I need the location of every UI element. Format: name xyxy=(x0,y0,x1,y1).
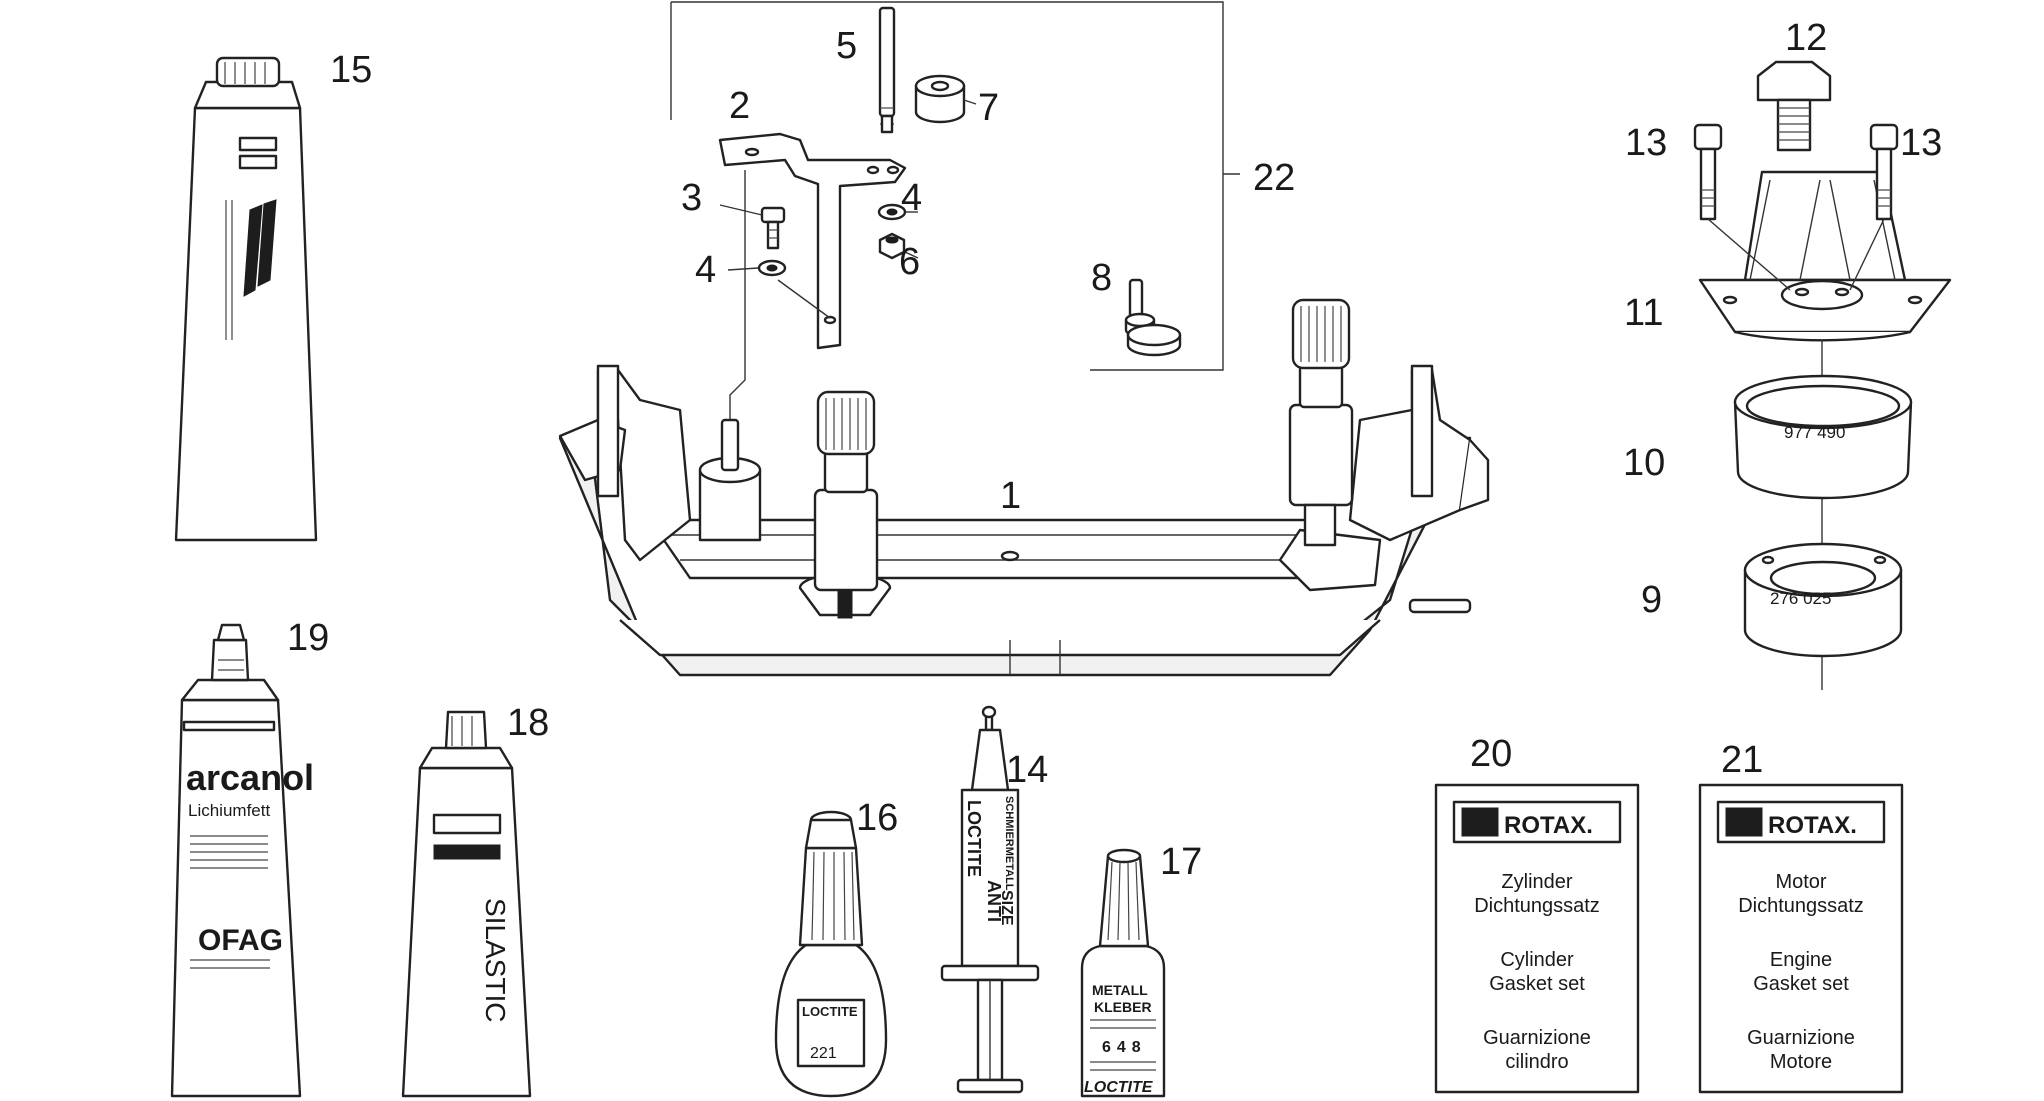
callout-4-left: 4 xyxy=(695,249,716,291)
syringe-14-line2: SIZE xyxy=(998,890,1015,926)
card-20-it1: Guarnizione xyxy=(1483,1027,1591,1049)
tube-15 xyxy=(174,56,318,542)
tube-19-sub: Lichiumfett xyxy=(188,801,270,820)
callout-18: 18 xyxy=(507,702,549,744)
card-20-en1: Cylinder xyxy=(1500,949,1574,971)
kit-22-bracket xyxy=(670,1,1240,420)
bolt-12 xyxy=(1756,60,1832,152)
stud-8 xyxy=(1124,278,1182,357)
washer-4-left xyxy=(757,259,787,277)
bottle-17 xyxy=(1080,848,1166,1098)
callout-3: 3 xyxy=(681,177,702,219)
syringe-14 xyxy=(940,705,1040,1094)
callout-1: 1 xyxy=(1000,475,1021,517)
nut-6 xyxy=(878,232,906,260)
card-21-de2: Dichtungssatz xyxy=(1738,895,1864,917)
callout-5: 5 xyxy=(836,25,857,67)
card-21-en1: Engine xyxy=(1770,949,1832,971)
callout-7: 7 xyxy=(978,87,999,129)
callout-10: 10 xyxy=(1623,442,1665,484)
bracket-2 xyxy=(718,132,907,350)
card-21-en2: Gasket set xyxy=(1753,973,1849,995)
card-20-de1: Zylinder xyxy=(1501,871,1572,893)
callout-11: 11 xyxy=(1624,292,1663,334)
spacer-7 xyxy=(914,74,966,124)
tube-19 xyxy=(170,623,302,1098)
pin-5 xyxy=(878,6,896,134)
ring-9 xyxy=(1743,542,1903,658)
callout-15: 15 xyxy=(330,49,372,91)
callout-14: 14 xyxy=(1006,749,1048,791)
callout-12: 12 xyxy=(1785,17,1827,59)
tube-18 xyxy=(401,710,532,1098)
ring-10-code: 977 490 xyxy=(1784,423,1845,442)
callout-21: 21 xyxy=(1721,739,1763,781)
leader-13-left xyxy=(1707,218,1791,291)
callout-22: 22 xyxy=(1253,157,1295,199)
leader-lines-bracket xyxy=(719,99,977,319)
callout-13-right: 13 xyxy=(1900,122,1942,164)
card-20-de2: Dichtungssatz xyxy=(1474,895,1600,917)
bottle-17-line1: METALL xyxy=(1092,982,1148,998)
callout-19: 19 xyxy=(287,617,329,659)
card-21-it2: Motore xyxy=(1770,1051,1832,1073)
card-20-en2: Gasket set xyxy=(1489,973,1585,995)
syringe-14-brand: LOCTITE xyxy=(964,800,984,877)
bottle-16-brand: LOCTITE xyxy=(802,1004,858,1019)
callout-2: 2 xyxy=(729,85,750,127)
syringe-14-line1: ANTI xyxy=(984,880,1004,922)
gasket-card-21 xyxy=(1698,783,1904,1094)
callout-4-right: 4 xyxy=(901,177,922,219)
callout-8: 8 xyxy=(1091,257,1112,299)
callout-9: 9 xyxy=(1641,579,1662,621)
callout-13-left: 13 xyxy=(1625,122,1667,164)
callout-17: 17 xyxy=(1160,841,1202,883)
ring-10 xyxy=(1733,374,1913,500)
callout-20: 20 xyxy=(1470,733,1512,775)
card-21-it1: Guarnizione xyxy=(1747,1027,1855,1049)
puller-11 xyxy=(1698,170,1952,342)
ring-9-code: 276 025 xyxy=(1770,589,1831,608)
bolt-3 xyxy=(760,206,786,250)
gasket-card-20 xyxy=(1434,783,1640,1094)
bottle-17-brand: LOCTITE xyxy=(1084,1079,1154,1096)
callout-numbers: 1 2 3 4 4 5 6 7 8 9 10 11 12 13 13 14 15… xyxy=(287,17,1942,883)
bottle-17-line2: KLEBER xyxy=(1094,999,1152,1015)
leader-13-right xyxy=(1849,218,1885,291)
bottle-16 xyxy=(774,810,888,1098)
callout-16: 16 xyxy=(856,797,898,839)
tube-19-logo: OFAG xyxy=(198,924,283,957)
tube-19-brand: arcanol xyxy=(186,757,314,798)
card-20-it2: cilindro xyxy=(1505,1051,1568,1073)
card-20-logo: ROTAX. xyxy=(1504,812,1593,839)
tube-18-label: SILASTIC xyxy=(480,898,511,1022)
syringe-14-line3: SCHMIERMETALL xyxy=(1003,796,1015,891)
card-21-de1: Motor xyxy=(1775,871,1826,893)
card-21-logo: ROTAX. xyxy=(1768,812,1857,839)
bolt-13-left xyxy=(1693,123,1723,221)
bottle-16-code: 221 xyxy=(810,1045,837,1062)
callout-6: 6 xyxy=(899,241,920,283)
bottle-17-code: 648 xyxy=(1102,1039,1147,1056)
fixture-1 xyxy=(558,298,1490,677)
